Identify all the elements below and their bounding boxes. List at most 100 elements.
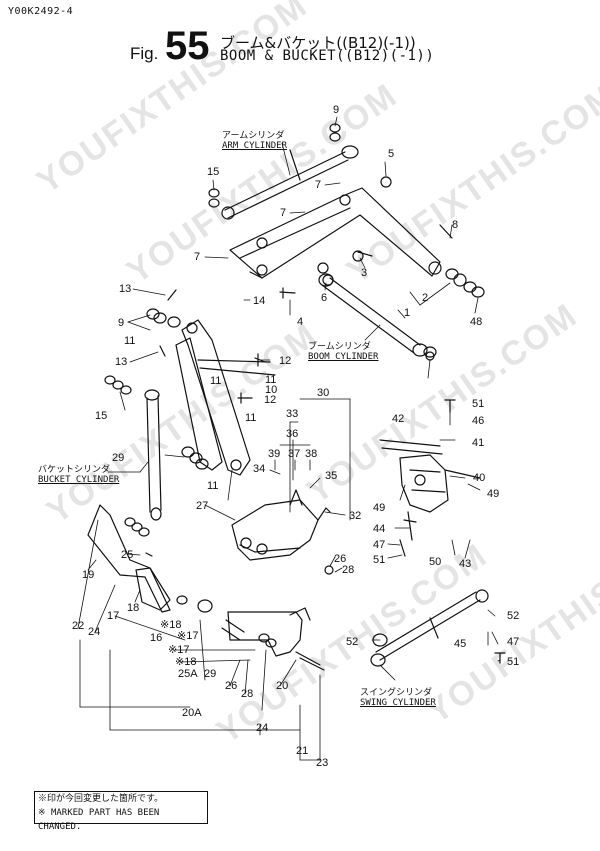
callout-part-number: 18 — [127, 602, 140, 614]
callout-part-number: 45 — [454, 638, 467, 650]
bucket-cylinder-label: バケットシリンダ BUCKET CYLINDER — [38, 462, 119, 485]
arm-cylinder-label-en: ARM CYLINDER — [222, 141, 288, 151]
callout-part-number: 23 — [316, 757, 329, 769]
callout-part-number: 13 — [115, 356, 128, 368]
swing-bracket-part — [379, 439, 481, 541]
callout-part-number: 24 — [88, 626, 101, 638]
figure-label: Fig. — [130, 44, 159, 63]
callout-part-number: 35 — [325, 470, 338, 482]
callout-part-number: 41 — [472, 437, 485, 449]
linkage-part — [159, 289, 276, 476]
swing-cylinder-label-jp: スイングシリンダ — [360, 688, 433, 698]
bucket-cylinder-part — [144, 389, 162, 521]
callout-part-number: 9 — [118, 317, 125, 329]
notice-line-english: ※ MARKED PART HAS BEEN CHANGED. — [38, 808, 160, 832]
callout-part-number: 2 — [422, 292, 429, 304]
callout-part-number: 51 — [472, 398, 485, 410]
callout-part-number: 27 — [196, 500, 209, 512]
callout-part-number: 38 — [305, 448, 318, 460]
callout-part-number: 37 — [288, 448, 301, 460]
callout-part-number: 32 — [349, 510, 362, 522]
arm-cylinder-part — [221, 145, 359, 220]
callout-part-number: 50 — [429, 556, 442, 568]
swing-cylinder-part — [370, 589, 489, 667]
callout-part-number: 34 — [253, 463, 266, 475]
callout-part-number: 28 — [342, 564, 355, 576]
document-id: Y00K2492-4 — [8, 6, 74, 17]
callout-part-number: 43 — [459, 558, 472, 570]
callout-part-number: 15 — [95, 410, 108, 422]
boom-part — [229, 187, 442, 279]
callout-part-number: 49 — [373, 502, 386, 514]
bolts — [145, 224, 506, 664]
callout-part-number: 14 — [253, 295, 266, 307]
callout-part-number: 48 — [470, 316, 483, 328]
callout-part-number: 22 — [72, 620, 85, 632]
callout-part-number: ※18 — [160, 619, 182, 631]
title-english: BOOM & BUCKET((B12)(-1)) — [220, 48, 435, 64]
callout-part-number: 3 — [361, 267, 368, 279]
callout-part-number: 19 — [82, 569, 95, 581]
title-japanese: ブーム&バケット((B12)(-1)) — [220, 34, 416, 52]
callout-part-number: 24 — [256, 722, 269, 734]
callout-part-number: 6 — [321, 292, 328, 304]
callout-part-number: 39 — [268, 448, 281, 460]
callout-part-number: 17 — [107, 610, 120, 622]
callout-part-number: 29 — [112, 452, 125, 464]
callout-part-number: 40 — [473, 472, 486, 484]
boom-cylinder-label-jp: ブームシリンダ — [308, 342, 371, 352]
callout-part-number: 7 — [194, 251, 201, 263]
callout-part-number: 21 — [296, 745, 309, 757]
callout-part-number: 12 — [264, 394, 277, 406]
callout-part-number: 47 — [507, 636, 520, 648]
callout-part-number: 47 — [373, 539, 386, 551]
notice-line-japanese: ※印が今回変更した箇所です。 — [38, 794, 164, 804]
callout-part-number: 28 — [241, 688, 254, 700]
swing-cylinder-label: スイングシリンダ SWING CYLINDER — [360, 685, 436, 708]
arm-cylinder-label: アームシリンダ ARM CYLINDER — [222, 128, 287, 151]
callout-part-number: ※18 — [175, 656, 197, 668]
leader-lines — [77, 116, 501, 761]
callout-part-number: 11 — [207, 480, 219, 492]
callout-part-number: 7 — [280, 207, 287, 219]
pins-and-bushings — [104, 123, 485, 648]
callout-part-number: 44 — [373, 523, 386, 535]
callout-part-number: 15 — [207, 166, 220, 178]
callout-part-number: 51 — [507, 656, 520, 668]
callout-part-number: 10 — [265, 384, 278, 396]
callout-part-number: 1 — [404, 307, 411, 319]
callout-part-number: 25A — [178, 668, 198, 680]
callout-part-number: ※17 — [177, 630, 199, 642]
callout-part-number: 51 — [373, 554, 386, 566]
callout-part-number: 26 — [225, 680, 238, 692]
callout-part-number: ※17 — [168, 644, 190, 656]
boom-cylinder-label: ブームシリンダ BOOM CYLINDER — [308, 339, 378, 362]
callout-part-number: 7 — [315, 179, 322, 191]
callout-part-number: 29 — [204, 668, 217, 680]
callout-part-number: 36 — [286, 428, 299, 440]
bucket-cylinder-label-jp: バケットシリンダ — [38, 465, 111, 475]
callout-part-number: 20 — [276, 680, 289, 692]
callout-part-number: 42 — [392, 413, 405, 425]
callout-part-number: 4 — [297, 316, 304, 328]
arm-part — [87, 489, 331, 613]
bucket-cylinder-label-en: BUCKET CYLINDER — [38, 475, 120, 485]
swing-cylinder-label-en: SWING CYLINDER — [360, 698, 436, 708]
callout-part-number: 33 — [286, 408, 299, 420]
callout-part-number: 52 — [507, 610, 520, 622]
callout-part-number: 8 — [452, 219, 459, 231]
callout-part-number: 25 — [121, 549, 134, 561]
callout-part-number: 5 — [388, 148, 395, 160]
callout-part-number: 9 — [333, 104, 340, 116]
callout-part-number: 13 — [119, 283, 132, 295]
callout-part-number: 52 — [346, 636, 359, 648]
arm-cylinder-label-jp: アームシリンダ — [222, 131, 285, 141]
callout-part-number: 20A — [182, 707, 202, 719]
boom-cylinder-label-en: BOOM CYLINDER — [308, 352, 379, 362]
callout-part-number: 30 — [317, 387, 330, 399]
callout-part-number: 49 — [487, 488, 500, 500]
callout-part-number: 46 — [472, 415, 485, 427]
callout-part-number: 16 — [150, 632, 163, 644]
callout-part-number: 11 — [265, 374, 277, 386]
